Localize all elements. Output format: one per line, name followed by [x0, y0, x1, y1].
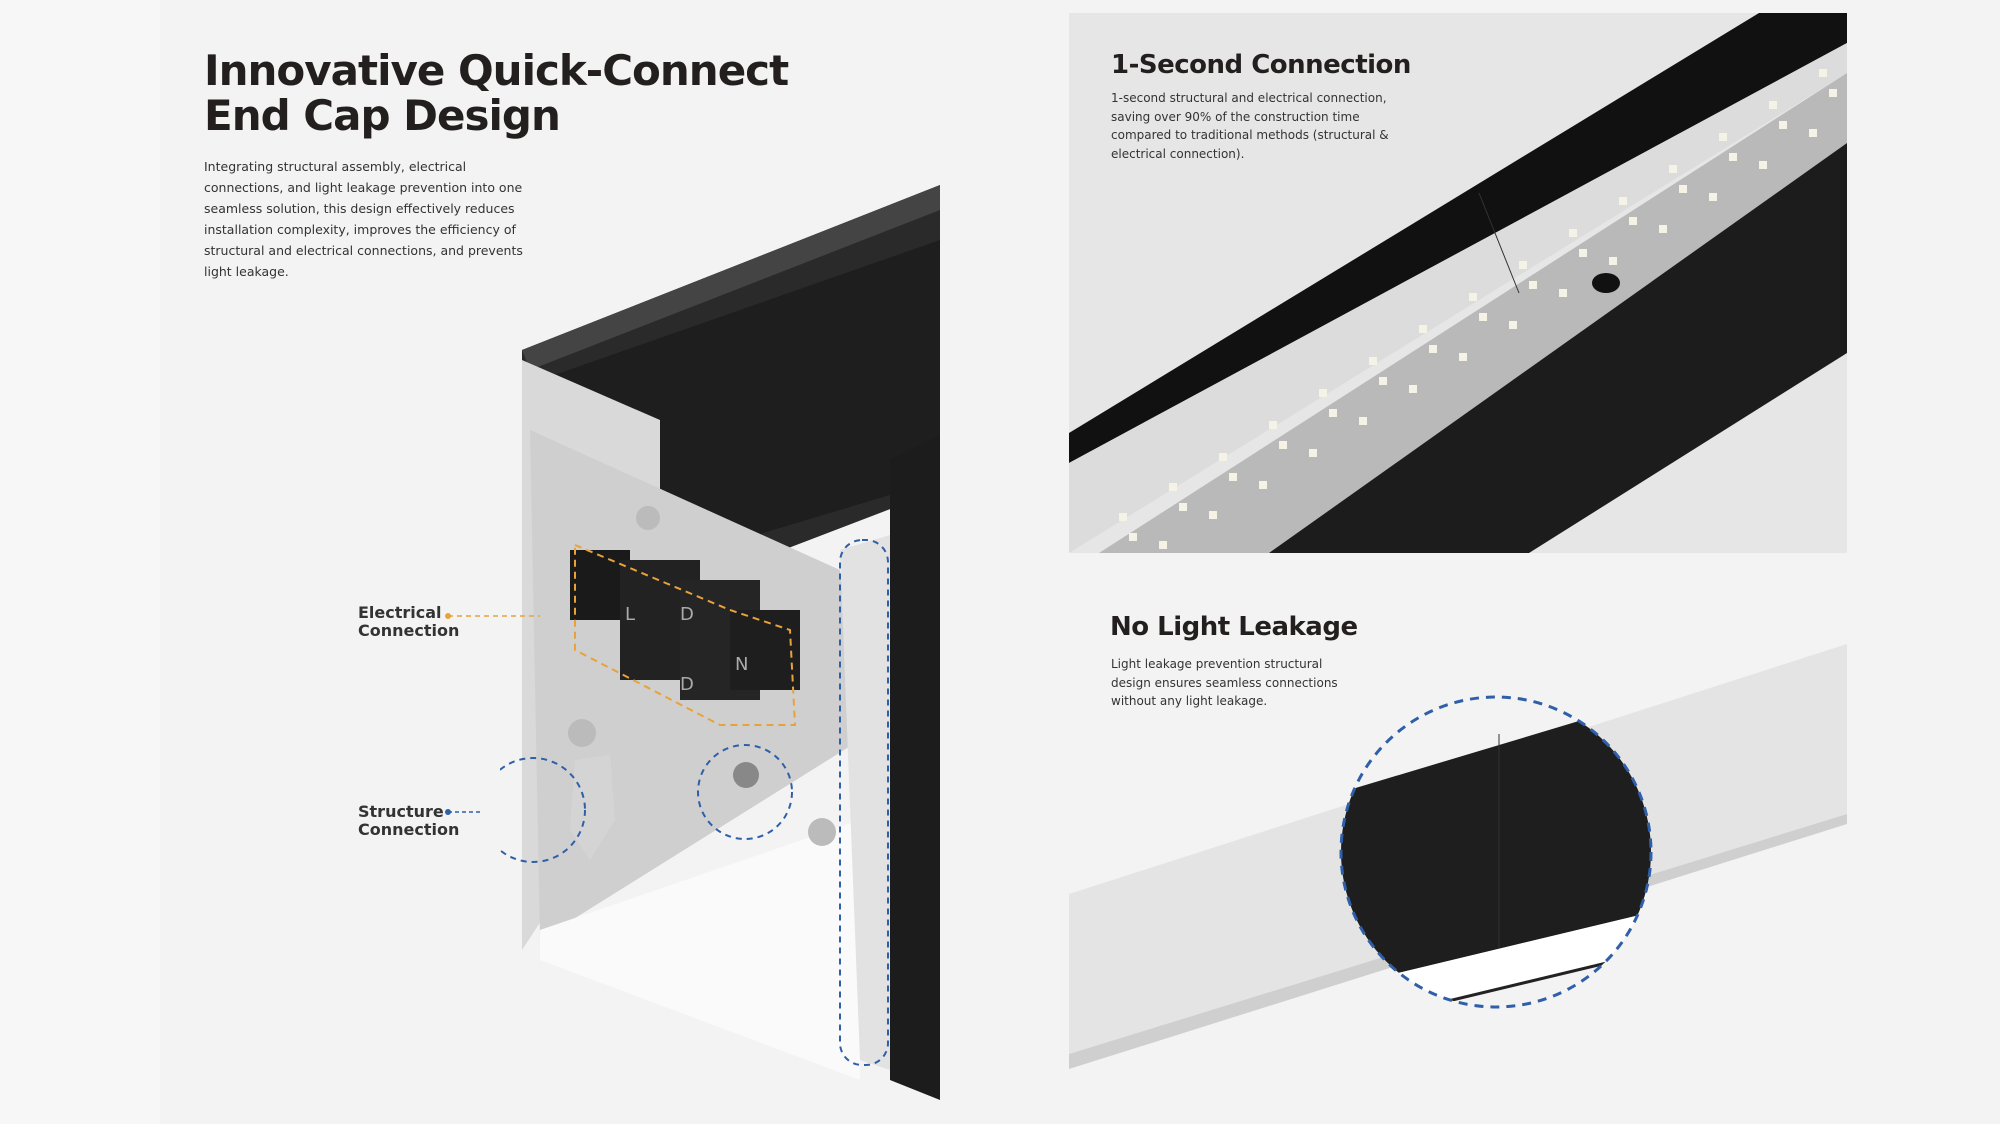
electrical-connection-label: Electrical Connection	[358, 604, 459, 640]
page-title: Innovative Quick-Connect End Cap Design	[204, 46, 789, 140]
led-strip-image	[1069, 13, 1847, 553]
label-line: Structure	[358, 802, 444, 821]
intro-text: Integrating structural assembly, electri…	[204, 159, 523, 279]
connector-mark-l: L	[625, 604, 635, 625]
title-line-2: End Cap Design	[204, 91, 561, 140]
structure-connection-label: Structure Connection	[358, 803, 459, 839]
led-chips	[1119, 69, 1847, 549]
left-margin	[0, 0, 160, 1124]
label-line: Connection	[358, 820, 460, 839]
connector-mark-n: N	[735, 654, 748, 675]
no-leakage-image	[1069, 644, 1847, 1069]
connector-mark-d: D	[680, 604, 694, 625]
title-line-1: Innovative Quick-Connect	[204, 46, 789, 95]
label-line: Connection	[358, 621, 460, 640]
label-line: Electrical	[358, 603, 442, 622]
feature-text-1: 1-second structural and electrical conne…	[1111, 91, 1389, 161]
feature-title-1: 1-Second Connection	[1111, 50, 1411, 80]
connector-mark-d2: D	[680, 674, 694, 695]
feature-title-2: No Light Leakage	[1110, 612, 1358, 642]
end-cap-illustration: L D N D	[500, 185, 940, 1100]
feature-text-2: Light leakage prevention structural desi…	[1111, 657, 1338, 708]
callout-lines	[445, 613, 540, 815]
